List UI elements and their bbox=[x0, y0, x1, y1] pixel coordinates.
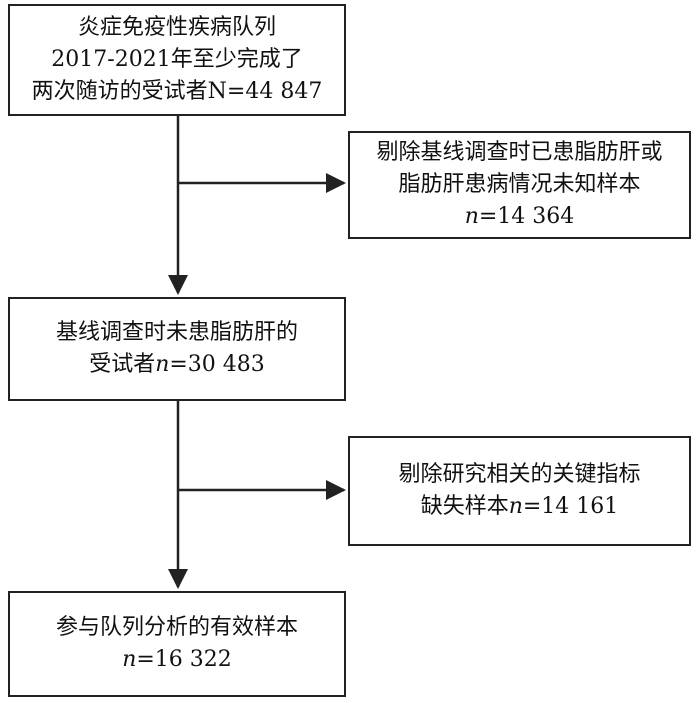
cohort-line-2: 2017-2021年至少完成了 bbox=[51, 47, 303, 72]
exclusion-box-1: 剔除基线调查时已患脂肪肝或 脂肪肝患病情况未知样本 n=14 364 bbox=[348, 131, 691, 239]
baseline-box: 基线调查时未患脂肪肝的 受试者n=30 483 bbox=[8, 297, 346, 401]
cohort-box: 炎症免疫性疾病队列 2017-2021年至少完成了 两次随访的受试者N=44 8… bbox=[8, 4, 346, 116]
baseline-line-2: 受试者n=30 483 bbox=[89, 352, 265, 377]
baseline-line-1: 基线调查时未患脂肪肝的 bbox=[55, 320, 298, 345]
exclusion-1-line-2: 脂肪肝患病情况未知样本 bbox=[398, 172, 641, 197]
final-count: n=16 322 bbox=[122, 647, 232, 672]
exclusion-box-2: 剔除研究相关的关键指标 缺失样本n=14 161 bbox=[348, 436, 691, 546]
final-line-1: 参与队列分析的有效样本 bbox=[55, 615, 298, 640]
exclusion-1-line-1: 剔除基线调查时已患脂肪肝或 bbox=[376, 140, 663, 165]
exclusion-2-line-1: 剔除研究相关的关键指标 bbox=[398, 462, 641, 487]
exclusion-1-count: n=14 364 bbox=[464, 204, 575, 229]
final-sample-box: 参与队列分析的有效样本 n=16 322 bbox=[8, 591, 346, 697]
cohort-line-3: 两次随访的受试者N=44 847 bbox=[31, 79, 323, 104]
cohort-line-1: 炎症免疫性疾病队列 bbox=[77, 15, 276, 40]
exclusion-2-line-2: 缺失样本n=14 161 bbox=[420, 494, 619, 519]
